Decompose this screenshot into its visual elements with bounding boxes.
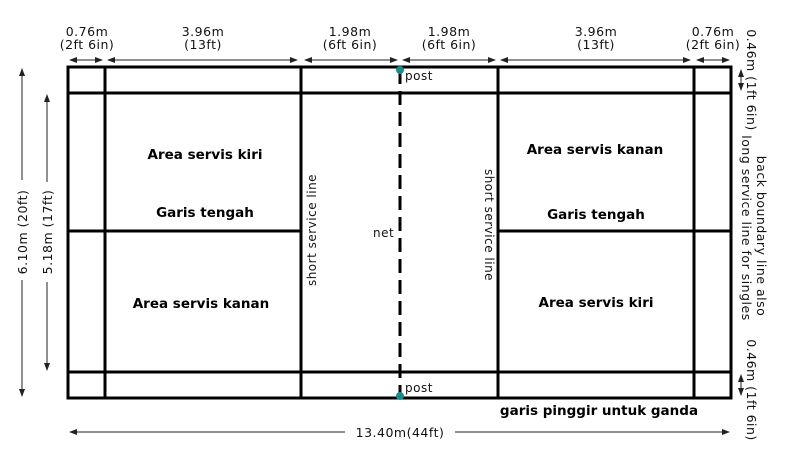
side-line-doubles-label: garis pinggir untuk ganda bbox=[500, 403, 698, 419]
dim-back-right-imp: (13ft) bbox=[577, 37, 615, 52]
area-bottom-left: Area servis kanan bbox=[133, 296, 270, 312]
dim-short-right-imp: (6ft 6in) bbox=[422, 37, 477, 52]
post-bottom-marker bbox=[396, 392, 404, 400]
center-left-label: Garis tengah bbox=[156, 205, 254, 221]
center-right-label: Garis tengah bbox=[547, 207, 645, 223]
area-bottom-right: Area servis kiri bbox=[539, 295, 654, 311]
short-service-left-label: short service line bbox=[305, 174, 319, 286]
dim-back-left-m: 3.96m bbox=[182, 24, 225, 39]
dim-alley-right-m: 0.76m bbox=[692, 24, 735, 39]
post-bottom-label: post bbox=[405, 381, 433, 395]
dim-short-left-m: 1.98m bbox=[329, 24, 372, 39]
dim-total-length: 13.40m(44ft) bbox=[356, 425, 445, 440]
long-service-singles-label: long service line for singles bbox=[739, 135, 754, 320]
area-top-right: Area servis kanan bbox=[527, 142, 664, 158]
bottom-dimension: 13.40m(44ft) bbox=[69, 424, 730, 440]
left-dimensions: 6.10m (20ft) 5.18m (17ft) bbox=[14, 68, 55, 397]
post-top-marker bbox=[396, 66, 404, 74]
dim-total-width: 6.10m (20ft) bbox=[15, 190, 30, 275]
area-top-left: Area servis kiri bbox=[148, 147, 263, 163]
dim-back-right-m: 3.96m bbox=[575, 24, 618, 39]
dim-short-left-imp: (6ft 6in) bbox=[323, 37, 378, 52]
court bbox=[66, 65, 733, 400]
court-labels: post post net short service line short s… bbox=[133, 69, 698, 419]
dim-back-left-imp: (13ft) bbox=[184, 37, 222, 52]
dim-top-alley: 0.46m (1ft 6in) bbox=[744, 29, 759, 131]
dim-alley-left-imp: (2ft 6in) bbox=[60, 37, 115, 52]
dim-singles-width: 5.18m (17ft) bbox=[40, 190, 55, 275]
short-service-right-label: short service line bbox=[482, 169, 496, 281]
dim-alley-left-m: 0.76m bbox=[66, 24, 109, 39]
right-dimensions: 0.46m (1ft 6in) 0.46m (1ft 6in) back bou… bbox=[738, 29, 769, 441]
dim-short-right-m: 1.98m bbox=[428, 24, 471, 39]
back-boundary-label: back boundary line also bbox=[754, 156, 769, 317]
net-label: net bbox=[373, 226, 394, 240]
dim-alley-right-imp: (2ft 6in) bbox=[686, 37, 741, 52]
top-dimensions: 0.76m (2ft 6in) 3.96m (13ft) 1.98m (6ft … bbox=[60, 24, 741, 52]
dim-bottom-alley: 0.46m (1ft 6in) bbox=[744, 339, 759, 441]
post-top-label: post bbox=[405, 69, 433, 83]
